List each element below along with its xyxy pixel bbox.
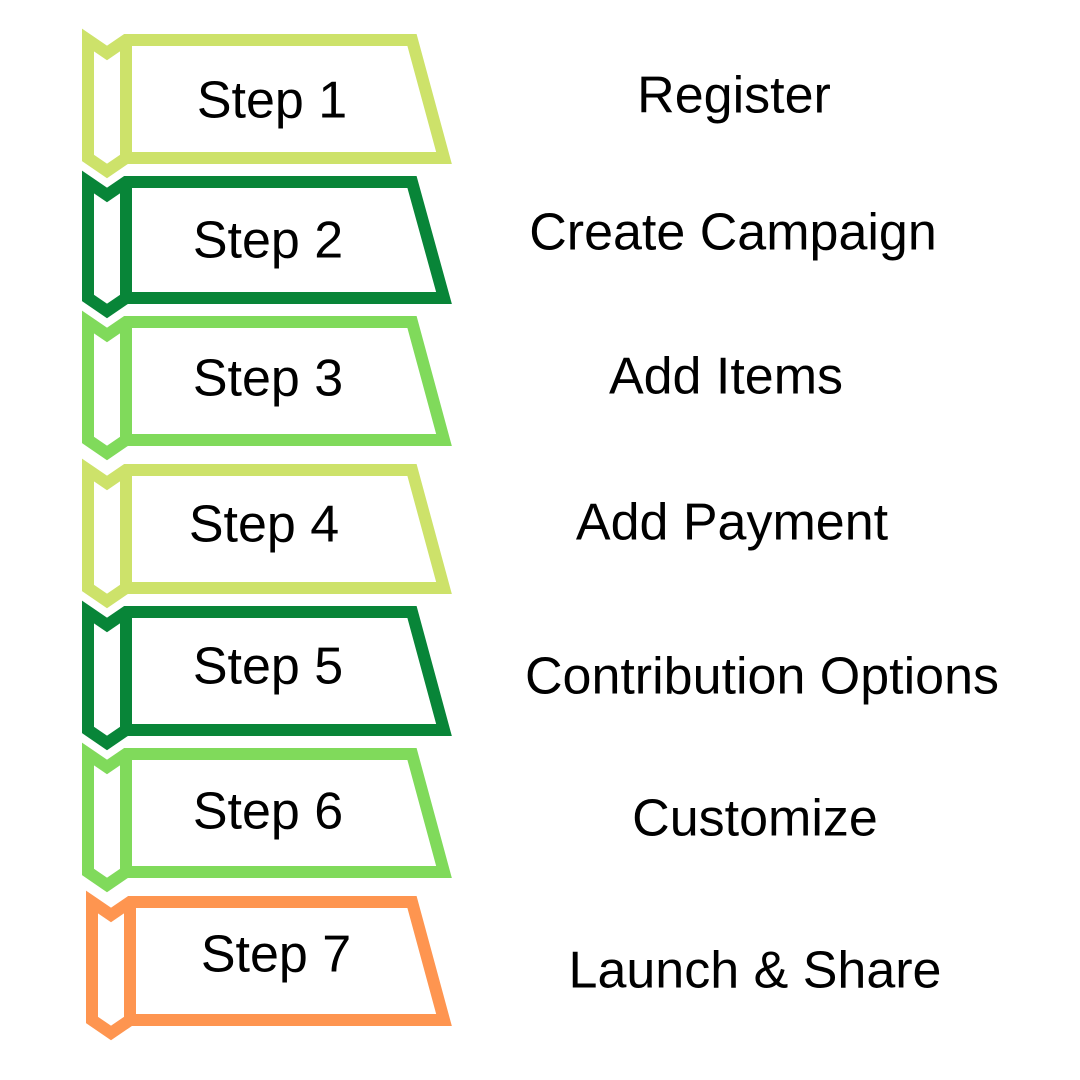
step-5-tab-shape bbox=[82, 600, 452, 751]
step-3-tab-shape bbox=[82, 310, 452, 461]
step-5-label: Step 5 bbox=[193, 638, 343, 696]
step-4-label: Step 4 bbox=[189, 496, 339, 554]
step-3-description: Add Items bbox=[609, 348, 843, 406]
step-2-label: Step 2 bbox=[193, 212, 343, 270]
step-5: Step 5 Contribution Options bbox=[82, 600, 999, 751]
step-1-description: Register bbox=[637, 67, 831, 125]
step-6-tab-shape bbox=[82, 742, 452, 893]
step-6-label: Step 6 bbox=[193, 783, 343, 841]
step-4: Step 4 Add Payment bbox=[82, 458, 889, 609]
step-4-description: Add Payment bbox=[576, 494, 889, 552]
step-3: Step 3 Add Items bbox=[82, 310, 843, 461]
step-7-description: Launch & Share bbox=[569, 942, 942, 1000]
step-3-label: Step 3 bbox=[193, 350, 343, 408]
step-6-description: Customize bbox=[632, 790, 878, 848]
step-1: Step 1 Register bbox=[82, 28, 831, 179]
step-2-description: Create Campaign bbox=[529, 204, 937, 262]
step-1-label: Step 1 bbox=[197, 72, 347, 130]
step-4-tab-shape bbox=[82, 458, 452, 609]
step-2-tab-shape bbox=[82, 170, 452, 319]
step-7-label: Step 7 bbox=[201, 926, 351, 984]
step-1-tab-shape bbox=[82, 28, 452, 179]
step-7-tab-shape bbox=[86, 890, 452, 1041]
step-2: Step 2 Create Campaign bbox=[82, 170, 937, 319]
step-6: Step 6 Customize bbox=[82, 742, 878, 893]
step-7: Step 7 Launch & Share bbox=[86, 890, 942, 1041]
step-5-description: Contribution Options bbox=[525, 648, 999, 706]
